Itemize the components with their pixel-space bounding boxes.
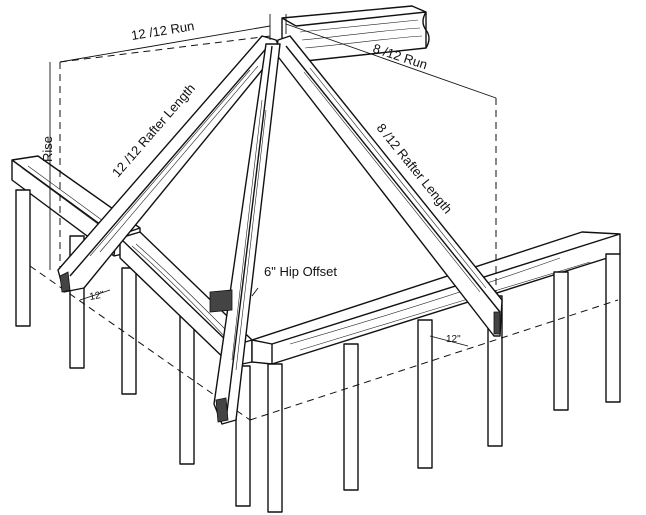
projection-lines: [29, 35, 619, 421]
label-hip-offset: 6" Hip Offset: [264, 264, 337, 279]
hip-rafter: [209, 43, 281, 425]
right-wall: [251, 231, 621, 513]
label-left-offset: 12": [89, 289, 106, 302]
left-wall: [11, 155, 195, 465]
right-common-rafter: [275, 35, 503, 337]
label-right-offset: 12": [446, 334, 461, 345]
label-rise: Rise: [40, 136, 55, 162]
dimension-lines: [49, 14, 497, 347]
label-run-left: 12 /12 Run: [130, 18, 195, 43]
